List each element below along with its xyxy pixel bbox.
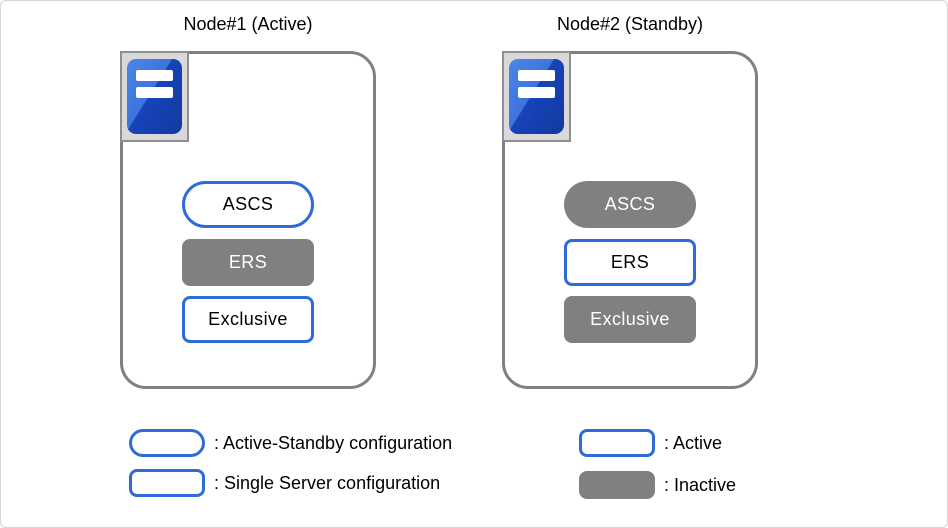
rect-outline-swatch-icon [579,429,655,457]
node1-exclusive-resource: Exclusive [182,296,314,343]
legend-label: : Active [664,432,723,453]
node2-exclusive-resource: Exclusive [564,296,696,343]
legend-item-single-server: : Single Server configuration [129,469,440,497]
node1-group: Node#1 (Active) ASCS ERS Exclusive [120,1,376,393]
server-drive-bay-icon [136,87,173,98]
rect-outline-swatch-icon [129,469,205,497]
node1-ascs-resource: ASCS [182,181,314,228]
server-drive-bay-icon [136,70,173,81]
legend-label: : Single Server configuration [214,472,441,493]
server-drive-bay-icon [518,70,555,81]
legend-label: : Inactive [664,474,737,495]
server-tower-body [127,59,182,134]
legend-item-active-standby: : Active-Standby configuration [129,429,452,457]
server-tower-icon [120,51,189,142]
node2-title: Node#2 (Standby) [556,14,704,34]
server-tower-icon [502,51,571,142]
node2-group: Node#2 (Standby) ASCS ERS Exclusive [502,1,758,393]
node1-ers-resource: ERS [182,239,314,286]
legend-item-active: : Active [579,429,722,457]
legend-item-inactive: : Inactive [579,471,736,499]
node2-ascs-resource: ASCS [564,181,696,228]
rect-filled-swatch-icon [579,471,655,499]
node2-ers-resource: ERS [564,239,696,286]
legend-label: : Active-Standby configuration [214,432,453,453]
server-drive-bay-icon [518,87,555,98]
server-tower-body [509,59,564,134]
capsule-outline-swatch-icon [129,429,205,457]
node1-title: Node#1 (Active) [183,14,313,34]
